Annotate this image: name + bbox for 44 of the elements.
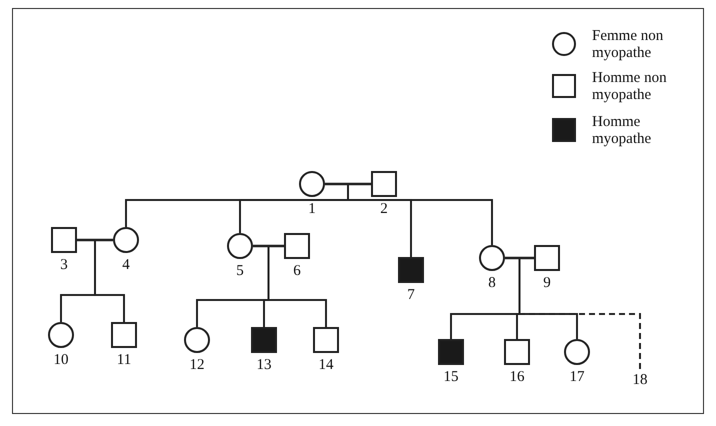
female-symbol [227, 233, 253, 259]
individual-number: 13 [256, 357, 272, 374]
individual-number: 15 [442, 369, 460, 386]
individual-number: 7 [406, 287, 416, 304]
pedigree-line [94, 239, 125, 322]
male-symbol [313, 327, 339, 353]
legend-label: Homme myopathe [592, 114, 652, 148]
female-symbol [184, 327, 210, 353]
male-symbol [534, 245, 560, 271]
female-symbol [479, 245, 505, 271]
pedigree-line [505, 256, 534, 260]
individual-number: 8 [487, 275, 497, 292]
individual-number: 10 [52, 352, 70, 369]
affected-male-symbol [398, 257, 424, 283]
individual-number: 16 [508, 369, 526, 386]
pedigree-line [325, 182, 371, 186]
male-symbol [371, 171, 397, 197]
affected-male-symbol [251, 327, 277, 353]
individual-number: 14 [318, 357, 334, 374]
legend-label: Homme non myopathe [592, 70, 668, 104]
pedigree-line [268, 245, 327, 327]
legend-label: Femme non myopathe [592, 28, 664, 62]
female-symbol [299, 171, 325, 197]
male-symbol [51, 227, 77, 253]
individual-number: 1 [307, 201, 317, 218]
individual-number: 6 [292, 263, 302, 280]
affected-male-symbol [438, 339, 464, 365]
individual-number: 11 [116, 352, 132, 369]
pedigree-line [77, 238, 113, 242]
individual-number: 3 [59, 257, 69, 274]
female-symbol [113, 227, 139, 253]
individual-number: 4 [121, 257, 131, 274]
male-symbol [284, 233, 310, 259]
individual-number: 5 [235, 263, 245, 280]
individual-number: 9 [542, 275, 552, 292]
individual-number: 12 [188, 357, 206, 374]
male-symbol [504, 339, 530, 365]
male-symbol [111, 322, 137, 348]
individual-number: 17 [568, 369, 586, 386]
individual-number: 2 [379, 201, 389, 218]
individual-number: 18 [632, 372, 648, 388]
pedigree-line [253, 244, 284, 248]
female-symbol [48, 322, 74, 348]
female-symbol [564, 339, 590, 365]
